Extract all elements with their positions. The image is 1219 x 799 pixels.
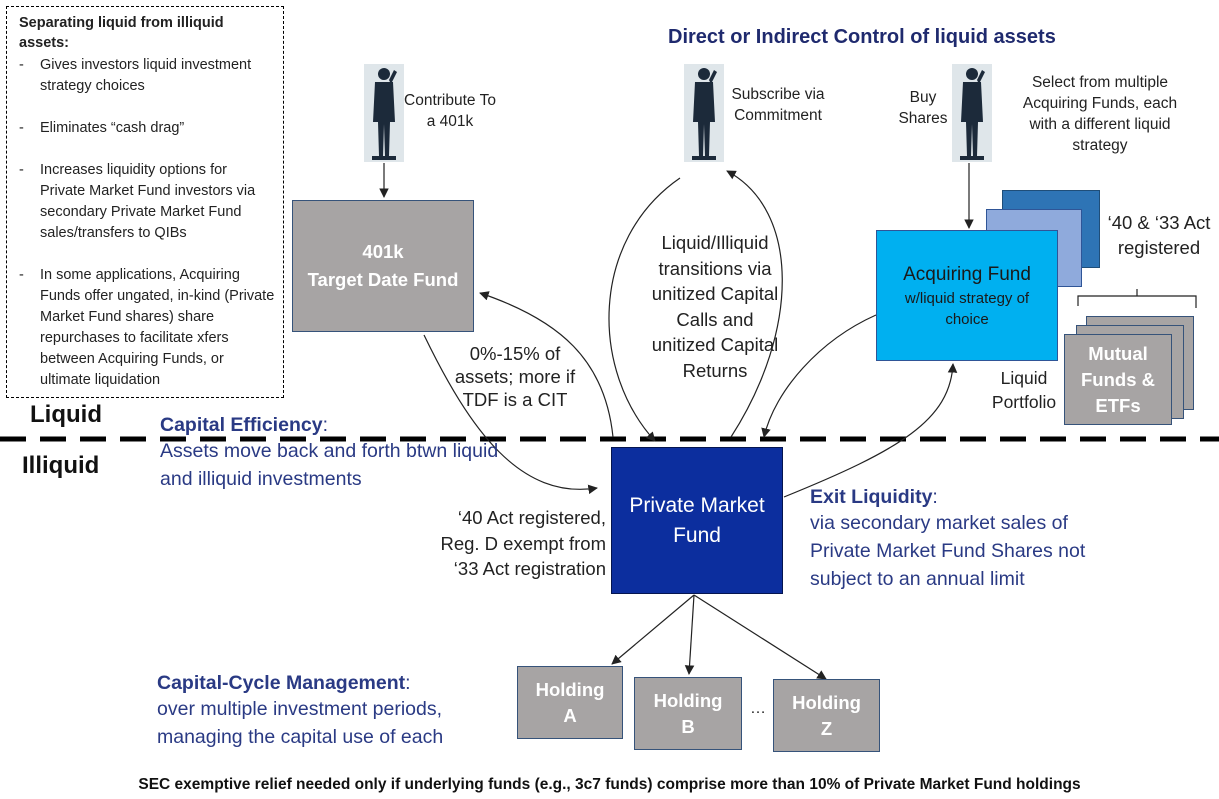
exit-liquidity-block: Exit Liquidity: via secondary market sal… — [810, 486, 1110, 593]
private-market-fund-box: Private Market Fund — [611, 447, 783, 594]
holding-label: Holding A — [535, 678, 605, 726]
act-registered-label: ‘40 & ‘33 Act registered — [1107, 212, 1211, 258]
arrow-pmf-to-holding-z — [693, 594, 827, 680]
acquiring-fund-title: Acquiring Fund — [903, 263, 1031, 285]
tdf-box: 401k Target Date Fund — [292, 200, 474, 332]
contribute-caption: Contribute To a 401k — [404, 92, 496, 130]
holding-box-b: Holding B — [634, 677, 742, 750]
holding-label: Holding Z — [792, 691, 861, 739]
arrow-pmf-to-subscribe — [726, 170, 783, 438]
arrow-pmf-to-holding-a — [611, 594, 695, 665]
liquid-portfolio-label: Liquid Portfolio — [991, 368, 1057, 412]
investor-figure-icon — [684, 64, 724, 162]
notes-title: Separating liquid from illiquid assets: — [19, 15, 224, 51]
notes-item: Increases liquidity options for Private … — [19, 160, 275, 244]
holdings-ellipsis: … — [750, 700, 766, 717]
investor-figure-icon — [364, 64, 404, 162]
tdf-title: 401k — [362, 241, 404, 262]
transitions-label: Liquid/Illiquid transitions via unitized… — [651, 232, 779, 381]
capital-cycle-text: over multiple investment periods, managi… — [157, 698, 444, 748]
arrow-acquiring-to-pmf — [761, 314, 877, 438]
capital-cycle-block: Capital-Cycle Management: over multiple … — [157, 672, 497, 751]
capital-efficiency-heading: Capital Efficiency — [160, 414, 323, 436]
capital-efficiency-block: Capital Efficiency: Assets move back and… — [160, 414, 580, 493]
notes-item: In some applications, Acquiring Funds of… — [19, 265, 275, 391]
illiquid-band-label: Illiquid — [22, 452, 100, 479]
capital-efficiency-text: Assets move back and forth btwn liquid a… — [160, 440, 499, 490]
liquid-band-label: Liquid — [30, 401, 102, 428]
private-market-fund-title: Private Market Fund — [629, 493, 765, 547]
buy-shares-caption: Buy Shares — [898, 89, 948, 127]
tdf-subtitle: Target Date Fund — [307, 269, 459, 290]
exit-liquidity-text: via secondary market sales of Private Ma… — [810, 512, 1086, 590]
footer-note: SEC exemptive relief needed only if unde… — [138, 776, 1081, 793]
holding-box-a: Holding A — [517, 666, 623, 739]
acquiring-fund-subtitle: w/liquid strategy of choice — [904, 289, 1030, 328]
mutual-funds-label: Mutual Funds & ETFs — [1081, 342, 1155, 416]
holding-box-z: Holding Z — [773, 679, 880, 752]
direct-control-title: Direct or Indirect Control of liquid ass… — [668, 26, 1056, 48]
exit-liquidity-heading: Exit Liquidity — [810, 486, 933, 508]
mutual-funds-box: Mutual Funds & ETFs — [1064, 334, 1172, 425]
notes-item: Eliminates “cash drag” — [19, 118, 275, 139]
select-funds-caption: Select from multiple Acquiring Funds, ea… — [1022, 74, 1178, 154]
holding-label: Holding B — [653, 689, 723, 737]
pmf-registration-note: ‘40 Act registered, Reg. D exempt from ‘… — [440, 507, 606, 579]
arrow-subscribe-to-pmf — [608, 177, 681, 442]
arrow-pmf-to-holding-b — [684, 594, 695, 675]
notes-box: Separating liquid from illiquid assets: … — [6, 6, 284, 398]
capital-cycle-heading: Capital-Cycle Management — [157, 672, 406, 694]
arrow-tdf-to-pmf — [423, 334, 598, 495]
arrow-pmf-to-tdf — [479, 291, 614, 438]
subscribe-caption: Subscribe via Commitment — [731, 86, 825, 124]
notes-list: Gives investors liquid investment strate… — [19, 55, 275, 391]
acquiring-fund-box: Acquiring Fund w/liquid strategy of choi… — [876, 230, 1058, 361]
bracket-acquiring-to-mutual — [1077, 295, 1197, 308]
investor-figure-icon — [952, 64, 992, 162]
arrow-pmf-to-acquiring — [783, 363, 958, 498]
tdf-allocation-note: 0%-15% of assets; more if TDF is a CIT — [454, 343, 576, 410]
notes-item: Gives investors liquid investment strate… — [19, 55, 275, 97]
